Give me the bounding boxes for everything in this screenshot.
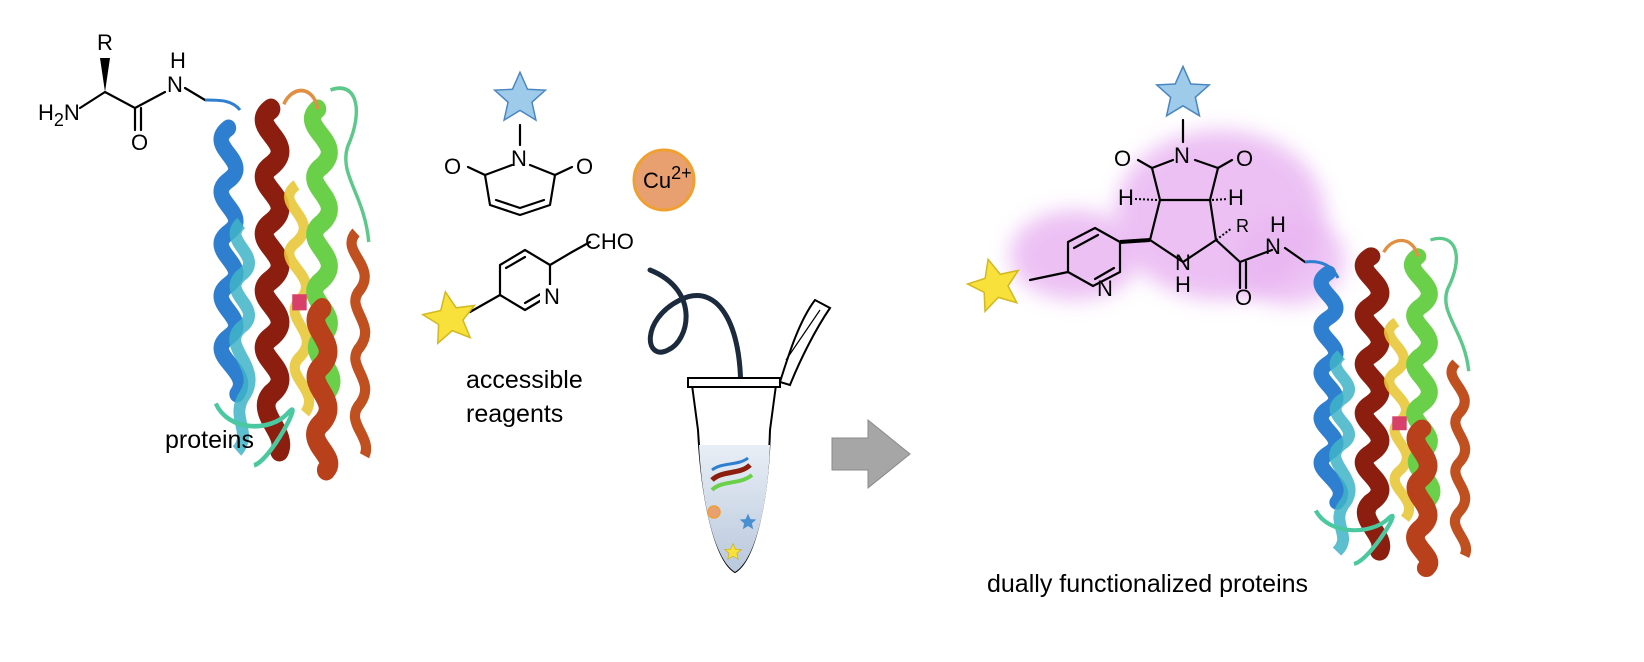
maleimide-n: N <box>511 146 527 171</box>
caption-reagents-2: reagents <box>466 400 563 428</box>
protein-left <box>216 88 369 470</box>
product-o-right: O <box>1236 146 1253 171</box>
maleimide-o-left: O <box>444 154 461 179</box>
maleimide-reagent: N O O <box>444 71 593 217</box>
svg-text:Cu2+: Cu2+ <box>643 163 692 193</box>
copper-charge: 2+ <box>671 163 692 183</box>
copper-symbol: Cu <box>643 168 671 193</box>
atom-h2n: H2N <box>38 100 80 130</box>
product-blue-star-icon <box>1156 65 1210 117</box>
yellow-star-icon <box>418 286 481 346</box>
pyridine-aldehyde-reagent: CHO N <box>418 229 634 346</box>
caption-reagents-1: accessible <box>466 366 583 394</box>
product-h-left: H <box>1118 185 1134 210</box>
atom-r: R <box>97 30 113 55</box>
product-h-right: H <box>1228 185 1244 210</box>
product-structure: N O O H H N H R O H N N <box>962 65 1340 315</box>
protein-right <box>1316 238 1469 568</box>
product-o-left: O <box>1114 146 1131 171</box>
maleimide-o-right: O <box>576 154 593 179</box>
atom-o: O <box>131 130 148 155</box>
product-n-imide: N <box>1174 143 1190 168</box>
product-nh-n: N <box>1175 250 1191 275</box>
product-amide-n: N <box>1265 234 1281 259</box>
product-nh-h: H <box>1175 272 1191 297</box>
product-amide-o: O <box>1235 285 1252 310</box>
right-arrow-icon <box>831 418 911 490</box>
eppendorf-tube-icon <box>647 267 832 574</box>
product-pyridine-n: N <box>1097 276 1113 301</box>
atom-n: N <box>167 72 183 97</box>
aldehyde-cho: CHO <box>585 229 634 254</box>
caption-product: dually functionalized proteins <box>987 570 1308 598</box>
product-r: R <box>1236 216 1249 236</box>
amino-acid-structure: H2N R O N H <box>38 30 242 155</box>
copper-ion: Cu2+ <box>632 148 696 212</box>
blue-star-icon <box>493 71 547 121</box>
atom-h: H <box>170 48 186 73</box>
product-amide-h: H <box>1270 212 1286 237</box>
caption-proteins: proteins <box>165 426 254 454</box>
pyridine-n: N <box>544 284 560 309</box>
